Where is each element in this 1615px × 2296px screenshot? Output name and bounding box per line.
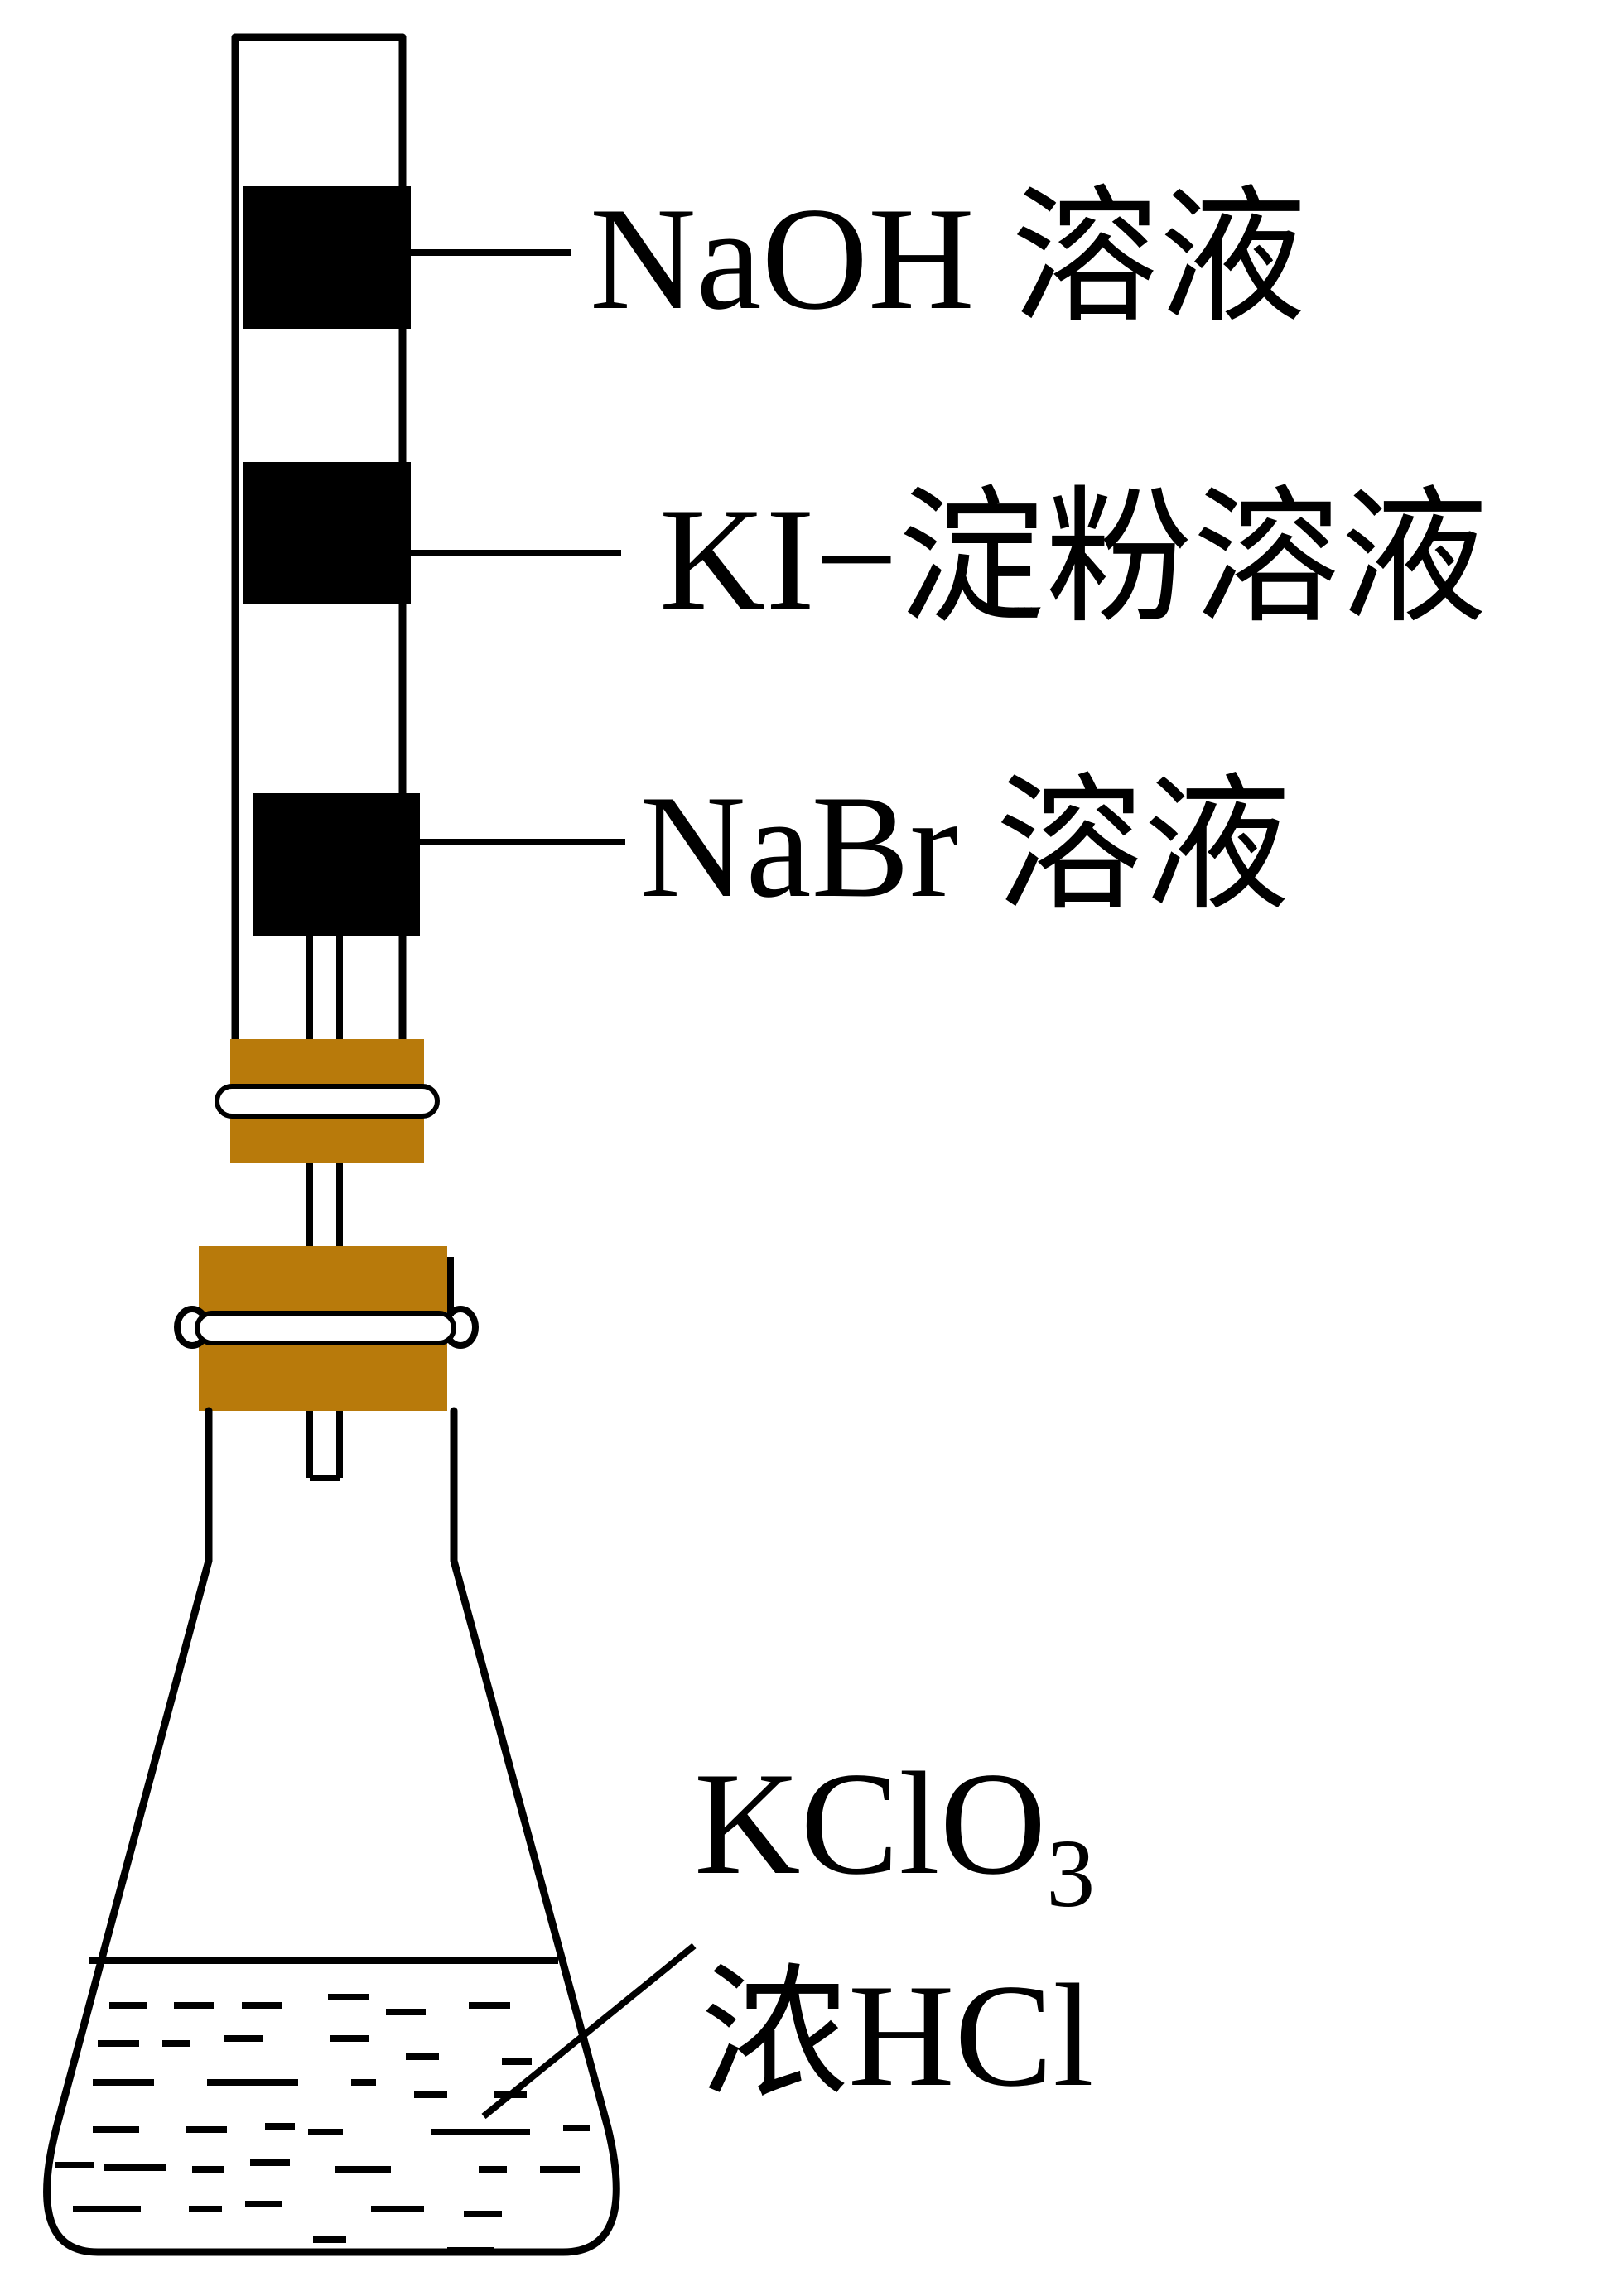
liquid-hatching xyxy=(55,1994,590,2254)
conc-hcl-label: 浓HCl xyxy=(701,1953,1094,2117)
kclo3-main: KClO xyxy=(694,1741,1046,1905)
reagent-leader-line xyxy=(481,1942,697,2120)
nabr-strip xyxy=(253,793,420,936)
ki-starch-strip xyxy=(243,462,411,604)
ki-starch-label: KI−淀粉溶液 xyxy=(659,477,1487,641)
upper-stopper xyxy=(215,1039,440,1163)
conical-flask xyxy=(43,1407,620,2256)
kclo3-label: KClO3 xyxy=(694,1741,1095,1928)
naoh-label: NaOH 溶液 xyxy=(590,176,1306,340)
lower-stopper xyxy=(174,1246,479,1411)
naoh-strip xyxy=(243,186,411,329)
kclo3-subscript: 3 xyxy=(1046,1819,1095,1928)
nabr-label: NaBr 溶液 xyxy=(639,764,1290,928)
